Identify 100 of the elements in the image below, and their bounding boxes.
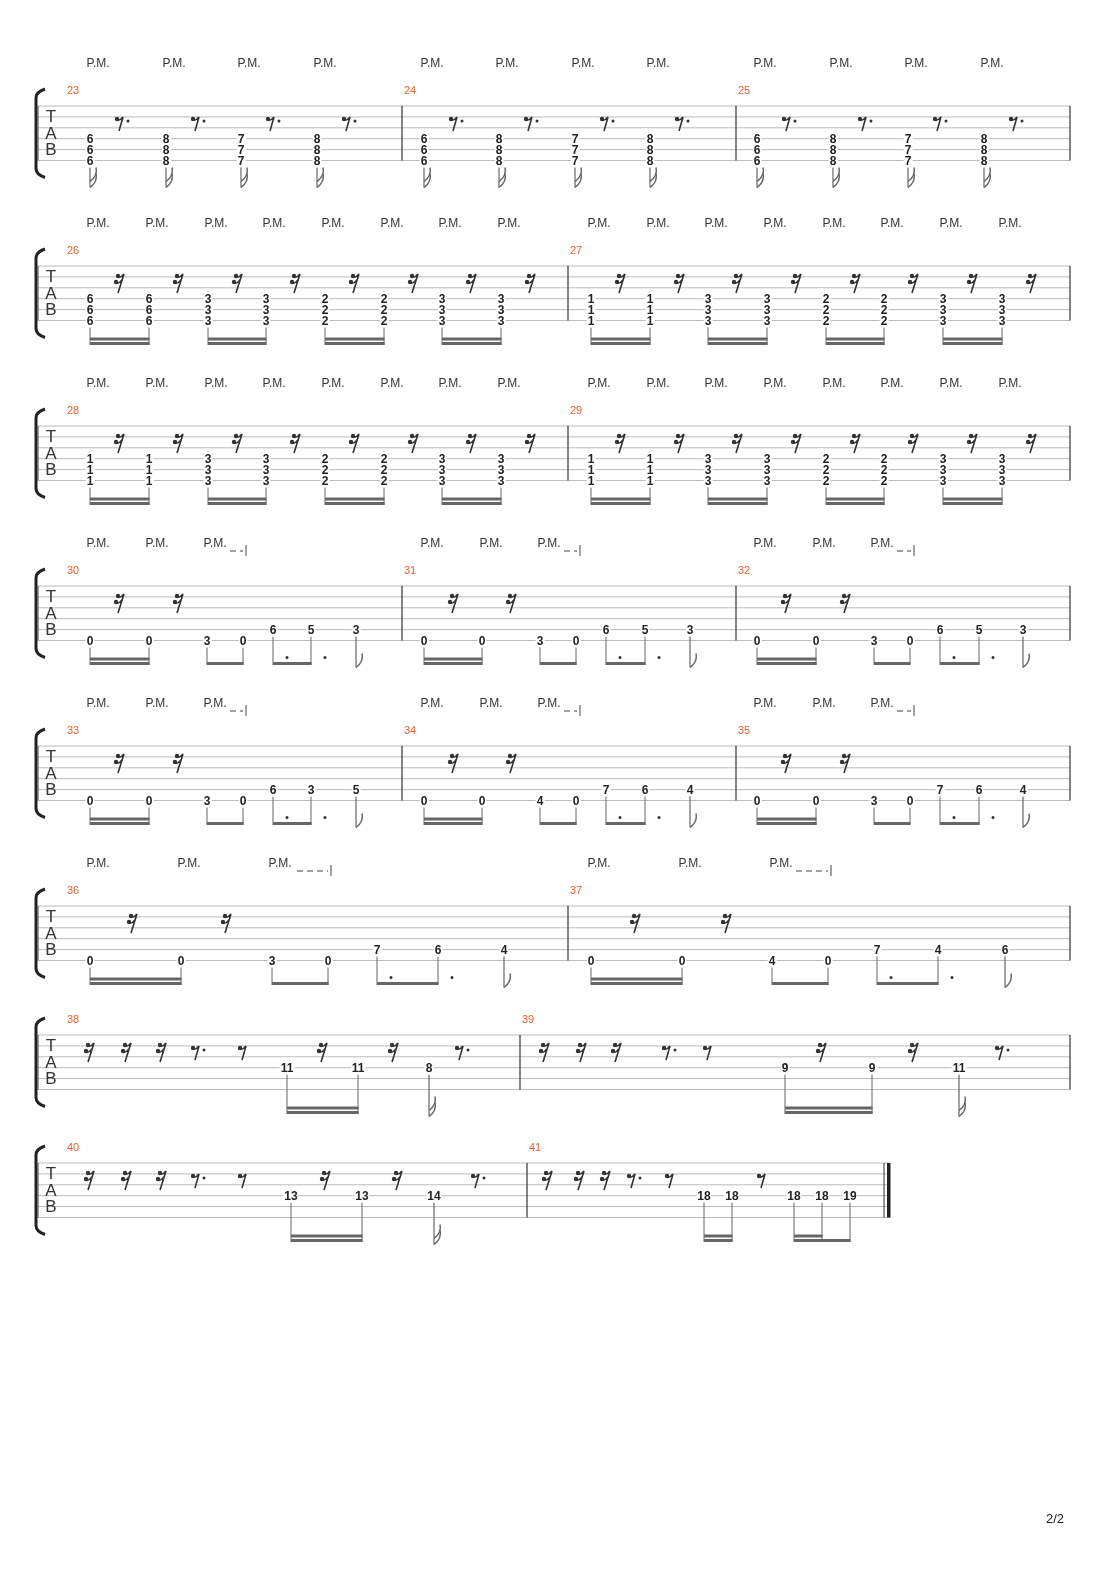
- fret-number: 0: [238, 634, 248, 647]
- fret-number: 7: [872, 943, 882, 956]
- fret-number: 3: [496, 474, 506, 487]
- palm-mute-mark: P.M.: [998, 217, 1022, 229]
- fret-number: 1: [586, 463, 596, 476]
- fret-number: 8: [161, 154, 171, 167]
- palm-mute-mark: P.M.: [812, 697, 836, 709]
- fret-number: 3: [869, 634, 879, 647]
- palm-mute-mark: P.M.: [86, 537, 110, 549]
- palm-mute-mark: P.M.: [262, 377, 286, 389]
- fret-number: 3: [203, 303, 213, 316]
- fret-number: 0: [752, 634, 762, 647]
- fret-number: 8: [424, 1061, 434, 1074]
- palm-mute-mark: P.M.: [86, 57, 110, 69]
- palm-mute-mark: P.M.: [998, 377, 1022, 389]
- fret-number: 4: [499, 943, 509, 956]
- fret-number: 1: [85, 463, 95, 476]
- fret-number: 3: [685, 623, 695, 636]
- palm-mute-mark: P.M.: [704, 217, 728, 229]
- fret-number: 6: [85, 292, 95, 305]
- palm-mute-mark: P.M.: [980, 57, 1004, 69]
- fret-number: 1: [586, 303, 596, 316]
- palm-mute-mark: P.M.: [86, 377, 110, 389]
- palm-mute-mark: P.M.: [438, 217, 462, 229]
- fret-number: 11: [350, 1061, 366, 1074]
- fret-number: 0: [85, 954, 95, 967]
- fret-number: 0: [176, 954, 186, 967]
- fret-number: 8: [979, 154, 989, 167]
- fret-number: 6: [85, 132, 95, 145]
- fret-number: 3: [703, 292, 713, 305]
- palm-mute-mark: P.M.: [822, 217, 846, 229]
- measure-number: 38: [67, 1013, 80, 1025]
- palm-mute-mark: P.M.: [753, 57, 777, 69]
- tab-clef-letter: B: [45, 780, 57, 798]
- fret-number: 0: [571, 794, 581, 807]
- fret-number: 14: [426, 1189, 442, 1202]
- tab-clef-letter: A: [45, 124, 57, 142]
- fret-number: 0: [419, 634, 429, 647]
- fret-number: 3: [1018, 623, 1028, 636]
- fret-number: 19: [842, 1189, 858, 1202]
- fret-number: 1: [645, 292, 655, 305]
- fret-number: 3: [261, 292, 271, 305]
- palm-mute-mark: P.M.: [145, 217, 169, 229]
- tab-clef-letter: T: [45, 427, 57, 445]
- fret-number: 5: [974, 623, 984, 636]
- fret-number: 6: [144, 314, 154, 327]
- fret-number: 3: [496, 463, 506, 476]
- fret-number: 3: [496, 452, 506, 465]
- fret-number: 3: [437, 474, 447, 487]
- tab-clef-letter: A: [45, 444, 57, 462]
- measure-number: 36: [67, 884, 80, 896]
- fret-number: 8: [312, 154, 322, 167]
- fret-number: 7: [903, 154, 913, 167]
- fret-number: 6: [419, 143, 429, 156]
- palm-mute-mark: P.M.: [571, 57, 595, 69]
- fret-number: 1: [144, 452, 154, 465]
- palm-mute-mark: P.M.: [204, 217, 228, 229]
- measure-number: 35: [738, 724, 751, 736]
- fret-number: 2: [379, 452, 389, 465]
- fret-number: 0: [323, 954, 333, 967]
- fret-number: 3: [202, 794, 212, 807]
- palm-mute-mark: P.M.: [870, 537, 894, 549]
- fret-number: 3: [437, 292, 447, 305]
- fret-number: 0: [752, 794, 762, 807]
- fret-number: 3: [938, 314, 948, 327]
- fret-number: 7: [236, 132, 246, 145]
- fret-number: 3: [437, 452, 447, 465]
- fret-number: 0: [477, 634, 487, 647]
- fret-number: 6: [433, 943, 443, 956]
- palm-mute-mark: P.M.: [86, 217, 110, 229]
- fret-number: 3: [261, 474, 271, 487]
- palm-mute-mark: P.M.: [646, 57, 670, 69]
- fret-number: 18: [786, 1189, 802, 1202]
- fret-number: 3: [997, 452, 1007, 465]
- tab-clef-letter: T: [45, 907, 57, 925]
- fret-number: 1: [645, 303, 655, 316]
- tab-clef-letter: T: [45, 267, 57, 285]
- fret-number: 3: [869, 794, 879, 807]
- fret-number: 1: [586, 452, 596, 465]
- palm-mute-mark: P.M.: [646, 217, 670, 229]
- fret-number: 6: [601, 623, 611, 636]
- measure-number: 23: [67, 84, 80, 96]
- fret-number: 7: [935, 783, 945, 796]
- palm-mute-mark: P.M.: [420, 537, 444, 549]
- measure-number: 31: [404, 564, 417, 576]
- fret-number: 18: [814, 1189, 830, 1202]
- tab-clef-letter: T: [45, 107, 57, 125]
- fret-number: 6: [640, 783, 650, 796]
- fret-number: 9: [780, 1061, 790, 1074]
- palm-mute-mark: P.M.: [587, 217, 611, 229]
- fret-number: 3: [267, 954, 277, 967]
- fret-number: 3: [203, 452, 213, 465]
- palm-mute-mark: P.M.: [704, 377, 728, 389]
- tab-clef-letter: A: [45, 284, 57, 302]
- palm-mute-mark: P.M.: [438, 377, 462, 389]
- palm-mute-mark: P.M.: [587, 857, 611, 869]
- fret-number: 11: [951, 1061, 967, 1074]
- fret-number: 3: [703, 303, 713, 316]
- fret-number: 3: [202, 634, 212, 647]
- fret-number: 2: [320, 292, 330, 305]
